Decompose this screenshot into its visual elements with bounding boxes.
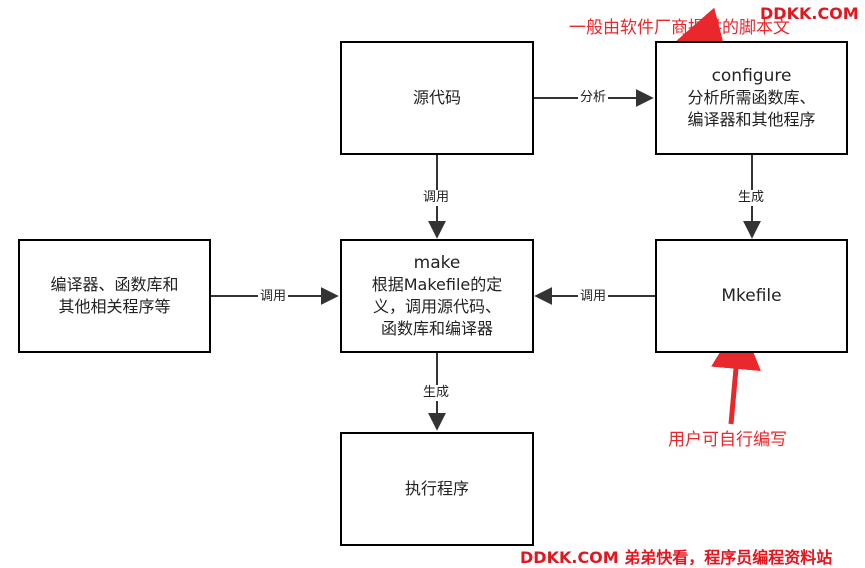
node-libraries-line1: 编译器、函数库和 [50,275,179,294]
annotation-makefile-note: 用户可自行编写 [668,430,787,450]
annotation-configure-note: 一般由软件厂商提供的脚本文 [569,18,790,38]
node-make-line3: 义，调用源代码、 [372,297,501,316]
node-make-line1: make [413,253,461,273]
edge-label-call-makefile: 调用 [578,289,609,305]
edge-label-generate-exec: 生成 [421,385,452,401]
node-executable: 执行程序 [340,432,534,546]
watermark-top: DDKK.COM [760,4,859,23]
edge-label-call-source: 调用 [421,190,452,206]
node-make: make 根据Makefile的定 义，调用源代码、 函数库和编译器 [340,239,534,353]
node-configure: configure 分析所需函数库、 编译器和其他程序 [655,41,848,155]
edge-label-analyze: 分析 [578,90,609,106]
node-make-line4: 函数库和编译器 [380,319,493,338]
node-makefile: Mkefile [655,239,848,353]
node-source-code: 源代码 [340,41,534,155]
node-libraries-line2: 其他相关程序等 [58,297,171,316]
edge-label-call-libs: 调用 [258,289,289,305]
node-make-line2: 根据Makefile的定 [371,275,503,294]
node-configure-line1: configure [711,66,792,86]
node-source-code-label: 源代码 [412,88,461,107]
node-makefile-label: Mkefile [721,286,782,306]
node-executable-label: 执行程序 [404,479,469,498]
node-configure-line2: 分析所需函数库、 [687,88,816,107]
edge-label-generate-makefile: 生成 [736,190,767,206]
node-configure-line3: 编译器和其他程序 [687,110,816,129]
node-libraries: 编译器、函数库和 其他相关程序等 [18,239,211,353]
watermark-bottom: DDKK.COM 弟弟快看，程序员编程资料站 [520,548,833,567]
